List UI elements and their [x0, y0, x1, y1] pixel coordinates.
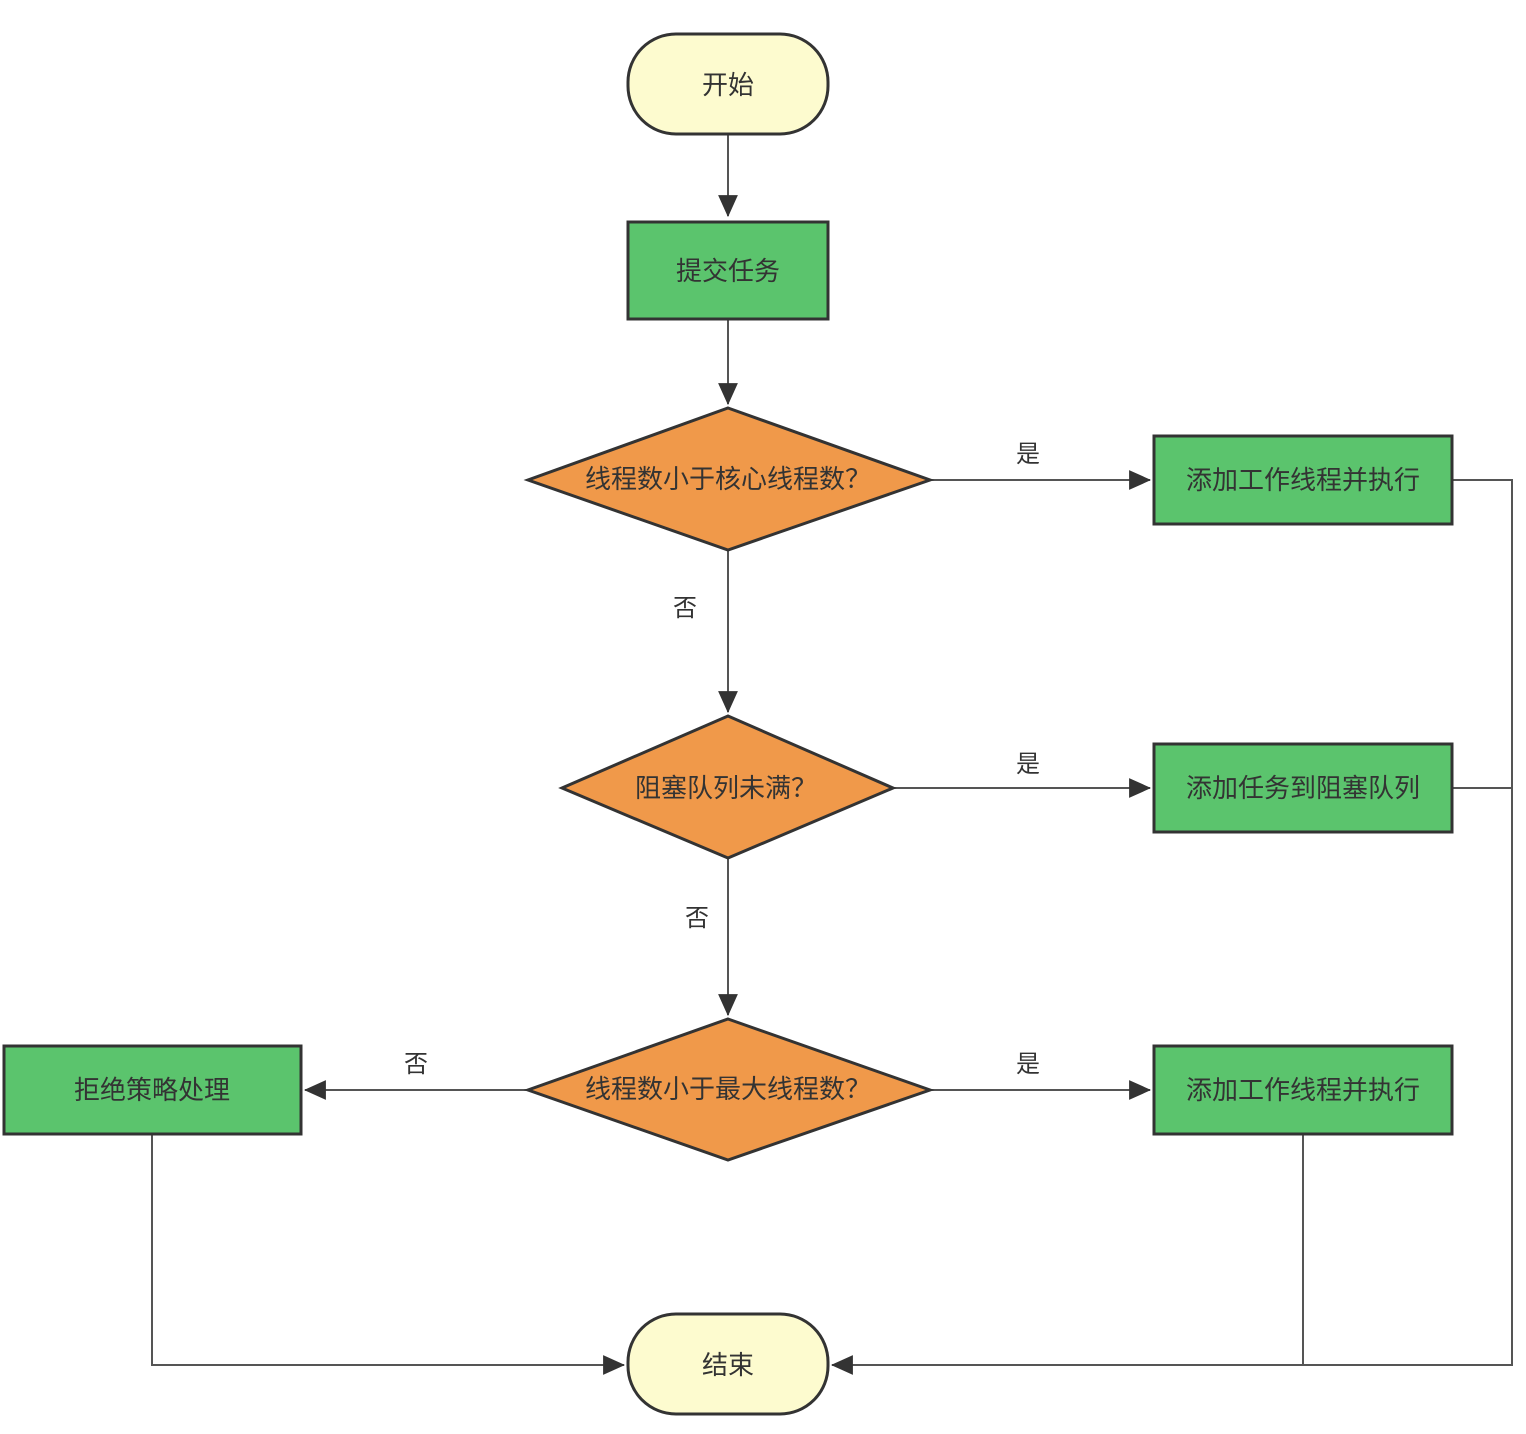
process-shape [1152, 742, 1454, 834]
node-reject-label: 拒绝策略处理 [74, 1076, 230, 1106]
node-decision-queue: 阻塞队列未满？ [558, 714, 897, 860]
decision-shape [523, 406, 935, 552]
node-add-worker-max: 添加工作线程并执行 [1152, 1044, 1454, 1136]
node-start: 开始 [626, 32, 830, 136]
node-end: 结束 [626, 1312, 830, 1416]
label-core-yes: 是 [1016, 440, 1040, 468]
process-shape [2, 1044, 303, 1136]
label-max-yes: 是 [1016, 1050, 1040, 1078]
node-add-to-queue: 添加任务到阻塞队列 [1152, 742, 1454, 834]
decision-shape [558, 714, 897, 860]
terminal-shape [626, 32, 830, 136]
edge-labels: 是 否 是 否 是 否 [404, 440, 1040, 1078]
node-add-worker-core-label: 添加工作线程并执行 [1186, 466, 1420, 496]
node-decision-max-label: 线程数小于最大线程数？ [585, 1075, 871, 1105]
node-add-worker-max-label: 添加工作线程并执行 [1186, 1076, 1420, 1106]
node-submit-task-label: 提交任务 [676, 257, 780, 287]
node-decision-core-label: 线程数小于核心线程数？ [585, 465, 871, 495]
edges [151, 134, 1513, 1375]
node-add-to-queue-label: 添加任务到阻塞队列 [1186, 774, 1420, 804]
process-shape [1152, 434, 1454, 526]
terminal-shape [626, 1312, 830, 1416]
node-end-label: 结束 [702, 1351, 754, 1381]
edge-reject-to-end [151, 1134, 626, 1375]
node-submit-task: 提交任务 [626, 220, 830, 321]
node-decision-queue-label: 阻塞队列未满？ [635, 774, 817, 804]
node-decision-core: 线程数小于核心线程数？ [523, 406, 935, 552]
node-decision-max: 线程数小于最大线程数？ [523, 1017, 935, 1162]
node-add-worker-core: 添加工作线程并执行 [1152, 434, 1454, 526]
label-queue-yes: 是 [1016, 750, 1040, 778]
process-shape [626, 220, 830, 321]
label-core-no: 否 [673, 594, 697, 622]
node-reject: 拒绝策略处理 [2, 1044, 303, 1136]
process-shape [1152, 1044, 1454, 1136]
label-max-no: 否 [404, 1050, 428, 1078]
label-queue-no: 否 [685, 904, 709, 932]
edge-add-worker-core-to-end [830, 479, 1513, 1375]
node-start-label: 开始 [702, 71, 754, 101]
decision-shape [523, 1017, 935, 1162]
